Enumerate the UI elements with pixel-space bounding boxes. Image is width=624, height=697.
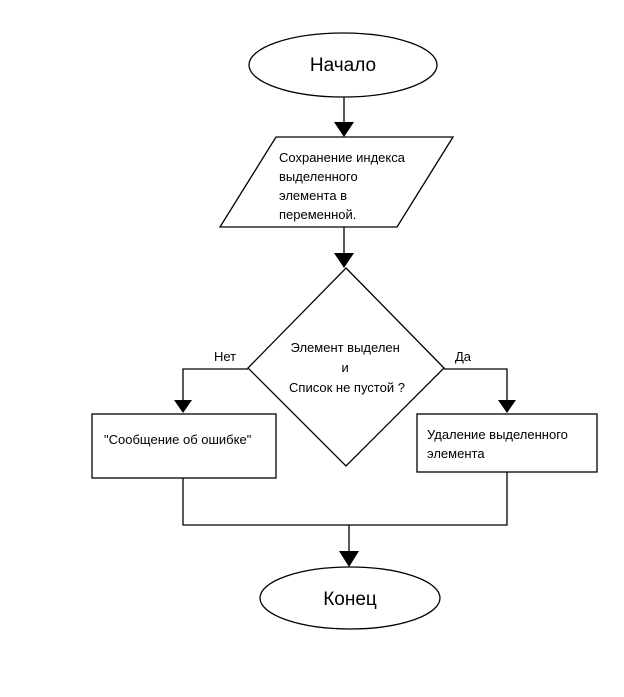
decision-line: и xyxy=(342,360,349,375)
save-index-line: элемента в xyxy=(279,188,347,203)
arrowhead-decision-no xyxy=(174,400,192,413)
arrowhead-decision-yes xyxy=(498,400,516,413)
connector-decision-no xyxy=(182,368,248,400)
arrowhead-save-to-decision xyxy=(334,253,354,268)
delete-selected-line: Удаление выделенного xyxy=(427,427,568,442)
save-index-line: выделенного xyxy=(279,169,358,184)
save-index-parallelogram xyxy=(218,136,455,228)
delete-selected-box xyxy=(416,413,598,473)
decision-line: Список не пустой ? xyxy=(289,380,405,395)
decision-no-label: Нет xyxy=(214,349,236,364)
error-message-box xyxy=(91,413,277,479)
connector-merge xyxy=(182,472,508,526)
error-message-text: "Сообщение об ошибке" xyxy=(104,432,252,447)
end-label: Конец xyxy=(323,589,377,610)
save-index-line: переменной. xyxy=(279,207,356,222)
save-index-text: Сохранение индекса выделенного элемента … xyxy=(279,150,409,222)
decision-diamond xyxy=(247,267,445,467)
arrowhead-start-to-save xyxy=(334,122,354,137)
delete-selected-text: Удаление выделенного элемента xyxy=(427,427,572,461)
end-terminator xyxy=(259,566,441,630)
save-index-line: Сохранение индекса xyxy=(279,150,406,165)
start-terminator xyxy=(248,32,438,98)
connector-decision-yes xyxy=(444,368,508,400)
decision-yes-label: Да xyxy=(455,349,472,364)
decision-line: Элемент выделен xyxy=(291,340,400,355)
start-label: Начало xyxy=(310,55,376,76)
arrowhead-merge-to-end xyxy=(339,551,359,567)
delete-selected-line: элемента xyxy=(427,446,485,461)
decision-text: Элемент выделен и Список не пустой ? xyxy=(289,340,405,395)
